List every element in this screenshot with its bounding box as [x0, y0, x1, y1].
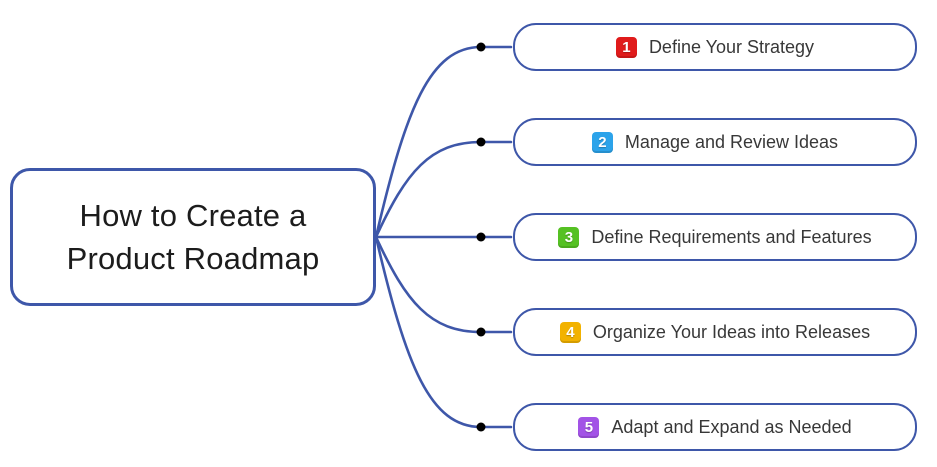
branch-label: Define Your Strategy [648, 36, 815, 57]
connector-dot-2 [476, 137, 486, 147]
branch-node-organize-your-ideas-into-releases[interactable]: 4 Organize Your Ideas into Releases [513, 308, 917, 356]
numbered-badge-2-icon: 2 [591, 131, 613, 153]
connector-curve-1 [374, 45, 513, 239]
connector-dot-1 [476, 42, 486, 52]
branch-node-manage-and-review-ideas[interactable]: 2 Manage and Review Ideas [513, 118, 917, 166]
branch-label: Define Requirements and Features [591, 226, 872, 247]
branch-node-adapt-and-expand-as-needed[interactable]: 5 Adapt and Expand as Needed [513, 403, 917, 451]
branch-label: Adapt and Expand as Needed [611, 416, 852, 437]
connector-curve-5 [374, 235, 513, 429]
connector-dot-3 [476, 232, 486, 242]
connector-curve-2 [374, 140, 513, 239]
numbered-badge-1-icon: 1 [615, 36, 637, 58]
branch-node-define-your-strategy[interactable]: 1 Define Your Strategy [513, 23, 917, 71]
numbered-badge-5-icon: 5 [578, 416, 600, 438]
connector-curve-4 [374, 235, 513, 334]
central-topic-line-2: Product Roadmap [66, 241, 320, 276]
central-topic-node[interactable]: How to Create a Product Roadmap [10, 168, 376, 306]
numbered-badge-4-icon: 4 [559, 321, 581, 343]
branch-label: Manage and Review Ideas [624, 131, 839, 152]
connector-dot-4 [476, 327, 486, 337]
connector-dot-5 [476, 422, 486, 432]
central-topic-line-1: How to Create a [79, 198, 307, 233]
numbered-badge-3-icon: 3 [558, 226, 580, 248]
branch-node-define-requirements-and-features[interactable]: 3 Define Requirements and Features [513, 213, 917, 261]
branch-label: Organize Your Ideas into Releases [592, 321, 871, 342]
